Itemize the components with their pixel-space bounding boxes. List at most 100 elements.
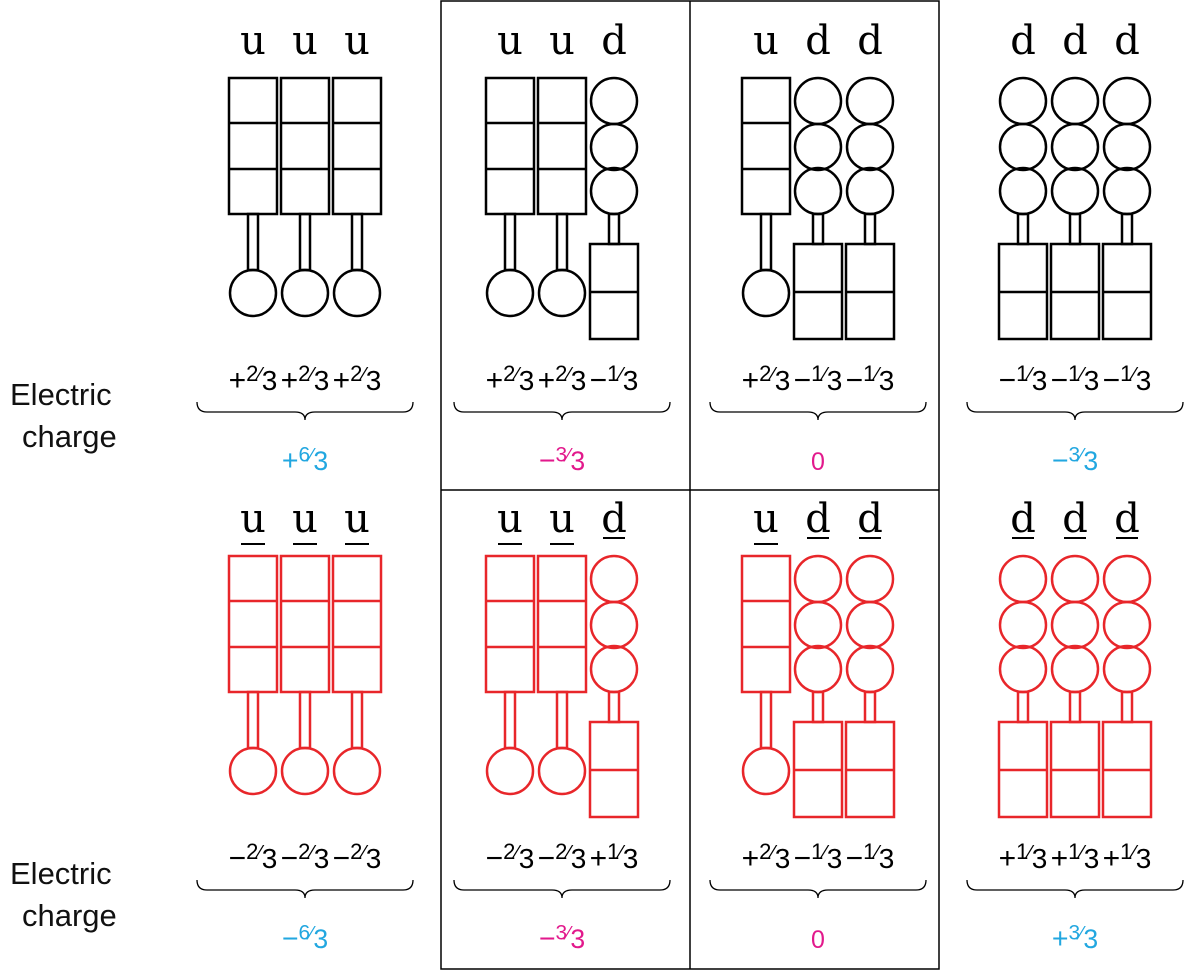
quark-ball — [539, 270, 585, 316]
quark-label: u — [497, 496, 523, 542]
charge-value: −2⁄3 — [333, 839, 382, 875]
down-quark-circle — [1000, 602, 1046, 648]
down-quark-circle — [1052, 168, 1098, 214]
charge-value: 0 — [811, 926, 825, 954]
charge-brace — [710, 402, 926, 420]
down-quark-circle — [847, 556, 893, 602]
side-label-line1: Electric — [10, 377, 112, 412]
up-quark-box — [281, 556, 329, 692]
quark-label: u — [240, 496, 266, 542]
charge-brace — [454, 880, 670, 898]
quark-stick — [248, 214, 258, 270]
up-quark-box — [742, 78, 790, 214]
side-labels: Electric charge Electric charge — [10, 377, 117, 933]
side-label-line1: Electric — [10, 856, 112, 891]
up-quark-box — [229, 78, 277, 214]
up-quark-box — [229, 556, 277, 692]
charge-value: +2⁄3 — [742, 839, 791, 875]
charge-value: +1⁄3 — [590, 839, 639, 875]
quark-label: d — [805, 18, 831, 64]
charge-value: 0 — [811, 448, 825, 476]
quark-label: u — [497, 18, 523, 64]
charge-value: −1⁄3 — [999, 361, 1048, 397]
up-quark-box — [538, 556, 586, 692]
charge-value: −2⁄3 — [229, 839, 278, 875]
baryon-group: u+2⁄3u+2⁄3d−1⁄3−3⁄3 — [454, 18, 670, 477]
quark-stick — [1122, 214, 1132, 244]
charge-value: −1⁄3 — [846, 361, 895, 397]
quark-ball — [282, 748, 328, 794]
charge-value: −2⁄3 — [486, 839, 535, 875]
quark-label: u — [344, 496, 370, 542]
quark-label: d — [857, 496, 883, 542]
down-quark-circle — [591, 78, 637, 124]
charge-brace — [197, 402, 413, 420]
down-quark-circle — [847, 646, 893, 692]
down-quark-circle — [1052, 124, 1098, 170]
charge-value: +1⁄3 — [999, 839, 1048, 875]
quark-ball — [743, 748, 789, 794]
down-quark-circle — [591, 556, 637, 602]
quark-ball — [334, 270, 380, 316]
quark-label: u — [240, 18, 266, 64]
quark-label: u — [292, 18, 318, 64]
quark-label: u — [753, 496, 779, 542]
charge-value: −2⁄3 — [538, 839, 587, 875]
charge-value: +2⁄3 — [229, 361, 278, 397]
up-quark-box — [281, 78, 329, 214]
down-quark-circle — [591, 168, 637, 214]
baryon-group: d−1⁄3d−1⁄3d−1⁄3−3⁄3 — [967, 18, 1183, 477]
quark-stick — [505, 214, 515, 270]
charge-value: +2⁄3 — [281, 361, 330, 397]
up-quark-box — [486, 556, 534, 692]
charge-value: −2⁄3 — [281, 839, 330, 875]
quark-stick — [505, 692, 515, 748]
side-label-line2: charge — [22, 898, 117, 933]
down-quark-circle — [795, 602, 841, 648]
down-quark-circle — [1000, 646, 1046, 692]
charge-value: −1⁄3 — [794, 839, 843, 875]
up-quark-box — [486, 78, 534, 214]
quark-stick — [248, 692, 258, 748]
down-quark-circle — [1052, 556, 1098, 602]
down-quark-circle — [1000, 124, 1046, 170]
quark-stick — [813, 692, 823, 722]
down-quark-circle — [1000, 556, 1046, 602]
quark-stick — [557, 692, 567, 748]
charge-value: +1⁄3 — [1051, 839, 1100, 875]
up-quark-box — [742, 556, 790, 692]
charge-brace — [967, 880, 1183, 898]
quark-label: d — [1062, 496, 1088, 542]
quark-stick — [609, 692, 619, 722]
quark-stick — [352, 692, 362, 748]
quark-stick — [300, 214, 310, 270]
quark-stick — [865, 214, 875, 244]
down-quark-circle — [795, 124, 841, 170]
charge-value: −6⁄3 — [282, 921, 328, 955]
quark-ball — [743, 270, 789, 316]
charge-brace — [967, 402, 1183, 420]
quark-label: u — [292, 496, 318, 542]
down-quark-circle — [847, 602, 893, 648]
charge-value: −3⁄3 — [539, 921, 585, 955]
charge-value: +6⁄3 — [282, 443, 328, 477]
side-label-line2: charge — [22, 419, 117, 454]
quark-label: d — [601, 18, 627, 64]
baryon-group: u −2⁄3 u −2⁄3 u −2⁄3 −6⁄3 — [197, 496, 413, 955]
baryon-group: u+2⁄3d−1⁄3d−1⁄30 — [710, 496, 926, 954]
quark-stick — [761, 692, 771, 748]
quark-label: d — [1114, 496, 1140, 542]
quark-stick — [865, 692, 875, 722]
quark-label: d — [1010, 18, 1036, 64]
charge-value: +2⁄3 — [486, 361, 535, 397]
quark-label: u — [753, 18, 779, 64]
charge-value: −1⁄3 — [1051, 361, 1100, 397]
down-quark-circle — [1052, 646, 1098, 692]
down-quark-circle — [847, 78, 893, 124]
quark-label: d — [1114, 18, 1140, 64]
quark-label: d — [857, 18, 883, 64]
baryon-group: d+1⁄3d+1⁄3d+1⁄3+3⁄3 — [967, 496, 1183, 955]
down-quark-circle — [1052, 78, 1098, 124]
baryon-group: u+2⁄3d−1⁄3d−1⁄30 — [710, 18, 926, 476]
quark-ball — [539, 748, 585, 794]
